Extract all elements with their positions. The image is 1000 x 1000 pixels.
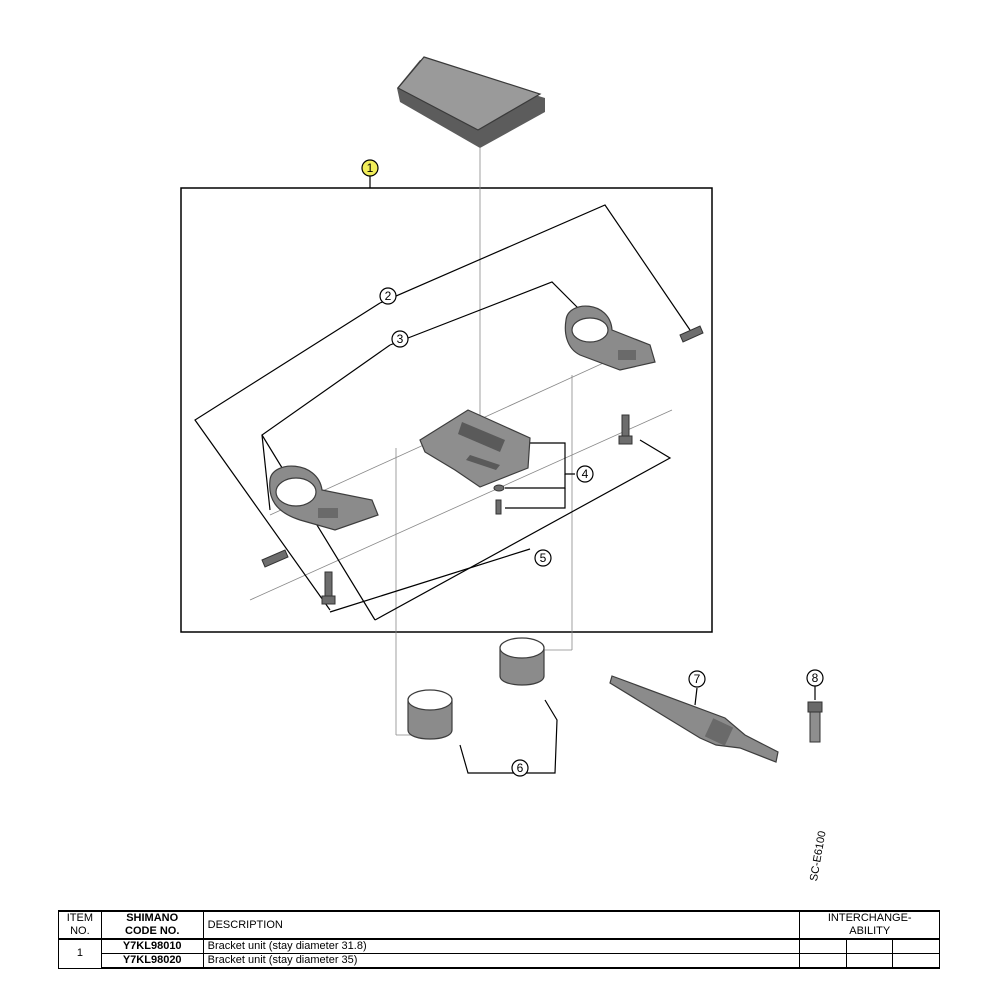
- row-description: Bracket unit (stay diameter 35): [202, 953, 801, 969]
- callout-7: 7: [688, 670, 706, 688]
- parts-table: ITEM NO. SHIMANO CODE NO. DESCRIPTION IN…: [58, 910, 940, 969]
- upper-clamp: [564, 305, 656, 371]
- row-code: Y7KL98020: [100, 953, 204, 969]
- interchange-cell: [799, 938, 847, 954]
- svg-text:7: 7: [694, 672, 701, 686]
- exploded-parts-diagram: 1 2 3 4 5 6 7 8: [180, 56, 824, 777]
- svg-text:4: 4: [582, 467, 589, 481]
- center-bracket: [419, 409, 531, 488]
- row-item-no: 1: [58, 938, 102, 969]
- svg-text:6: 6: [517, 761, 524, 775]
- screws: [261, 325, 704, 605]
- header-description: DESCRIPTION: [202, 910, 801, 940]
- callout-8: 8: [806, 669, 824, 687]
- interchange-cell: [892, 938, 940, 954]
- interchange-cell: [892, 953, 940, 969]
- svg-text:8: 8: [812, 671, 819, 685]
- svg-text:5: 5: [540, 551, 547, 565]
- svg-text:3: 3: [397, 332, 404, 346]
- lower-clamp: [269, 465, 379, 531]
- callout-1: 1: [361, 159, 379, 177]
- rubber-pad: [397, 56, 545, 148]
- callout-5: 5: [534, 549, 552, 567]
- row-code: Y7KL98010: [100, 938, 204, 954]
- header-code-no: SHIMANO CODE NO.: [100, 910, 204, 940]
- interchange-cell: [799, 953, 847, 969]
- interchange-cell: [845, 953, 894, 969]
- callout-4: 4: [576, 465, 594, 483]
- svg-text:2: 2: [385, 289, 392, 303]
- plug: [807, 701, 823, 743]
- header-item-no: ITEM NO.: [58, 910, 102, 940]
- callout-3: 3: [391, 330, 409, 348]
- row-description: Bracket unit (stay diameter 31.8): [202, 938, 801, 954]
- table-row: Y7KL98020 Bracket unit (stay diameter 35…: [59, 953, 940, 969]
- shim-rings: [407, 637, 545, 740]
- callout-leaders: [194, 176, 816, 774]
- bracket-unit-frame: [180, 187, 713, 633]
- tool: [609, 675, 779, 763]
- callout-6: 6: [511, 759, 529, 777]
- header-interchangeability: INTERCHANGE- ABILITY: [799, 910, 940, 940]
- table-row: 1 Y7KL98010 Bracket unit (stay diameter …: [58, 938, 940, 969]
- interchange-cell: [845, 938, 894, 954]
- callout-2: 2: [379, 287, 397, 305]
- svg-text:1: 1: [367, 161, 374, 175]
- table-header-row: ITEM NO. SHIMANO CODE NO. DESCRIPTION IN…: [58, 910, 940, 940]
